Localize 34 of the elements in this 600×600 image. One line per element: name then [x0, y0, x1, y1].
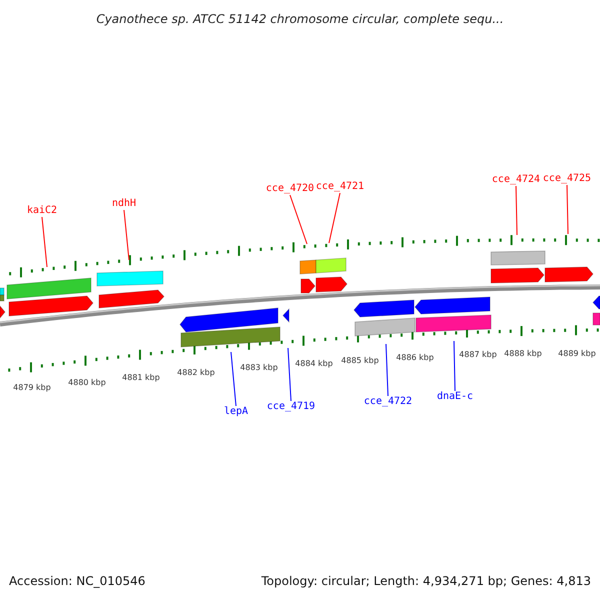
scale-label: 4889 kbp [558, 348, 596, 360]
gene-label: cce_4724 [492, 174, 540, 186]
leader-line [386, 344, 388, 396]
leader-line [290, 194, 308, 244]
scale-label: 4887 kbp [459, 349, 497, 361]
scale-label: 4880 kbp [68, 377, 106, 389]
accession-text: Accession: NC_010546 [9, 574, 146, 588]
gene-label: cce_4719 [266, 401, 316, 413]
leader-line [454, 340, 456, 392]
gene-label: cce_4725 [542, 173, 592, 185]
leader-line [230, 352, 236, 406]
gene-label: dnaE-c [436, 391, 474, 403]
leader-line [42, 216, 48, 268]
leader-line [288, 348, 292, 402]
title: Cyanothece sp. ATCC 51142 chromosome circular, complete sequ... [95, 11, 505, 27]
scale-label: 4882 kbp [177, 367, 215, 379]
leader-line [328, 192, 340, 244]
scale-label: 4888 kbp [504, 348, 542, 360]
scale-label: 4879 kbp [13, 382, 51, 394]
leader-line [516, 186, 518, 236]
scale-label: 4881 kbp [122, 372, 160, 384]
leader-line [124, 210, 130, 260]
gene-label: cce_4720 [266, 183, 314, 195]
scale-label: 4885 kbp [341, 355, 379, 367]
scale-label: 4883 kbp [240, 362, 278, 374]
scale-label: 4886 kbp [396, 352, 434, 364]
gene-label: cce_4722 [364, 396, 412, 408]
gene-label: cce_4721 [316, 181, 364, 193]
scale-label: 4884 kbp [295, 358, 333, 370]
leader-line [566, 184, 568, 234]
gene-label: kaiC2 [26, 205, 58, 217]
summary-text: Topology: circular; Length: 4,934,271 bp; Genes: 4,813 [261, 574, 591, 588]
gene-label: ndhH [112, 198, 136, 210]
gene-label: lepA [224, 406, 248, 418]
